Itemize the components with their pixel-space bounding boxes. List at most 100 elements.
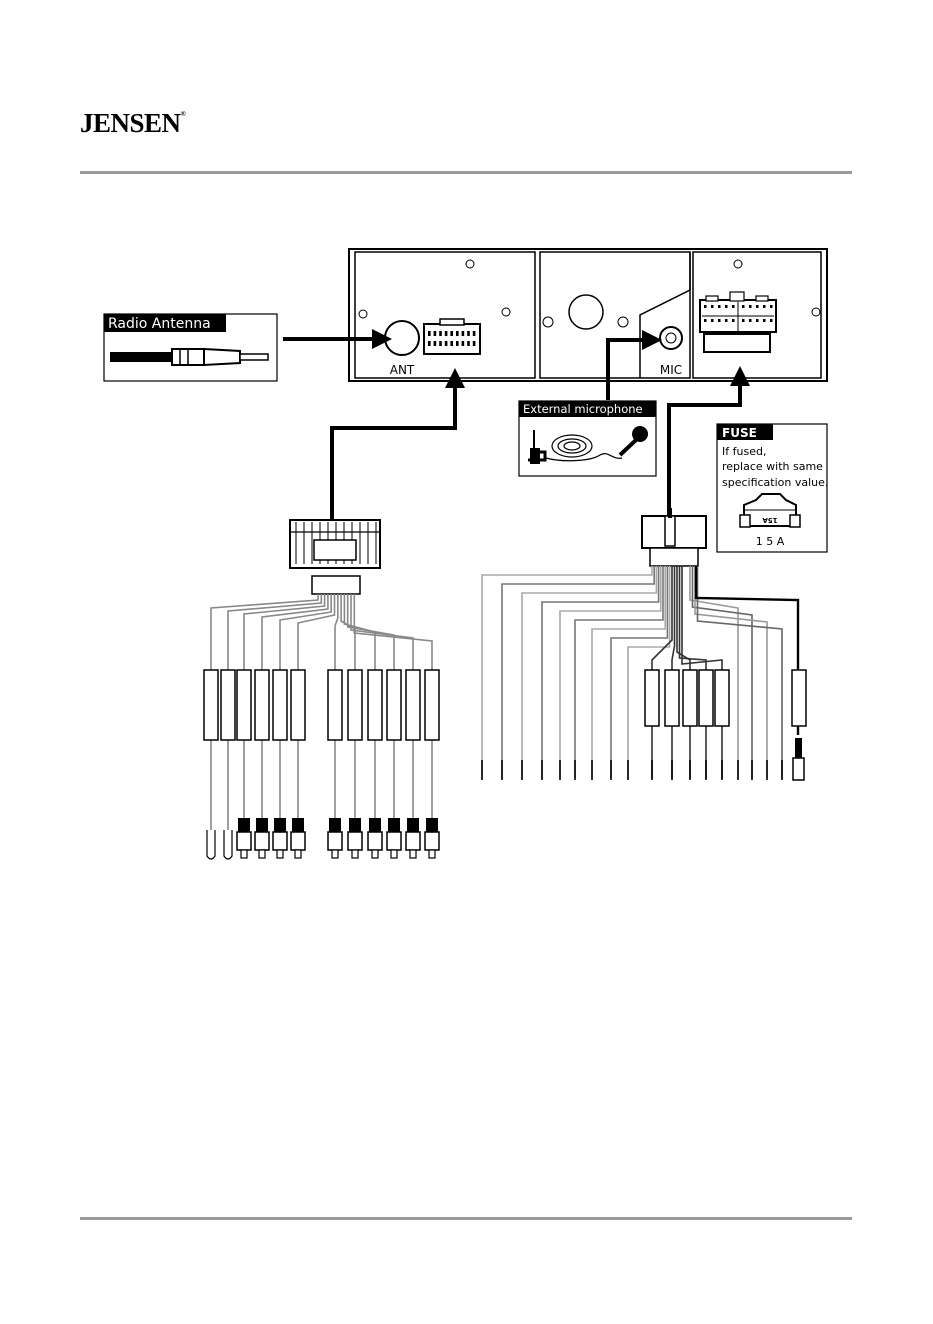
socket-pin — [428, 341, 431, 346]
socket-pin — [439, 331, 442, 336]
panel-divider — [640, 252, 690, 378]
rca-plug-body — [388, 818, 400, 832]
socket-pin — [711, 305, 714, 308]
mic-jack — [660, 327, 682, 349]
fuse-line-3: specification value. — [722, 476, 828, 489]
rca-plug-shell — [348, 832, 362, 850]
radio-antenna-callout: Radio Antenna — [104, 314, 277, 381]
rca-plug-tip — [295, 850, 301, 858]
socket-pin — [704, 319, 707, 322]
mic-label: MIC — [660, 363, 682, 377]
socket-pin — [756, 305, 759, 308]
socket-pin — [718, 319, 721, 322]
socket-pin — [756, 319, 759, 322]
socket-pin — [749, 305, 752, 308]
harness-wire — [502, 566, 654, 778]
socket-pin — [467, 331, 470, 336]
rca-plug-shell — [406, 832, 420, 850]
socket-pin — [742, 319, 745, 322]
socket-pin — [711, 319, 714, 322]
socket-pin — [467, 341, 470, 346]
cooling-hole — [569, 295, 603, 329]
wire-end-loop — [224, 830, 232, 859]
microphone-title: External microphone — [523, 402, 643, 416]
plug-body — [795, 738, 802, 758]
rca-plug-tip — [429, 850, 435, 858]
socket-pin — [439, 341, 442, 346]
rca-plug-body — [238, 818, 250, 832]
rca-plug-shell — [273, 832, 287, 850]
ferrite-sleeve — [699, 670, 713, 726]
right-harness-socket — [700, 292, 776, 352]
rca-plug-shell — [328, 832, 342, 850]
rca-plug-shell — [291, 832, 305, 850]
socket-pin — [434, 341, 437, 346]
ferrite-sleeve — [425, 670, 439, 740]
antenna-title: Radio Antenna — [108, 316, 211, 332]
socket-pin — [462, 341, 465, 346]
socket-pin — [704, 305, 707, 308]
ferrite-sleeve — [406, 670, 420, 740]
rca-plug-tip — [259, 850, 265, 858]
rca-plug-tip — [332, 850, 338, 858]
harness-wire — [482, 566, 652, 778]
ant-jack — [385, 321, 419, 355]
left-harness-socket — [424, 319, 480, 354]
ferrite-sleeve — [792, 670, 806, 726]
rca-plug-body — [349, 818, 361, 832]
fuse-line-2: replace with same — [722, 460, 823, 473]
ferrite-sleeve — [221, 670, 235, 740]
socket-pin — [450, 331, 453, 336]
fuse-rating: 1 5 A — [756, 535, 785, 548]
rca-plug-shell — [255, 832, 269, 850]
plug-shell — [793, 758, 804, 780]
socket-pin — [456, 331, 459, 336]
ferrite-sleeve — [273, 670, 287, 740]
rca-plug-body — [329, 818, 341, 832]
socket-pin — [456, 341, 459, 346]
ferrite-sleeve — [665, 670, 679, 726]
socket-pin — [770, 319, 773, 322]
socket-pin — [742, 305, 745, 308]
head-unit-rear-panel: ANT MIC — [349, 249, 827, 381]
rca-plug-shell — [387, 832, 401, 850]
rca-plug-shell — [237, 832, 251, 850]
rca-plug-body — [256, 818, 268, 832]
socket-pin — [445, 341, 448, 346]
socket-pin — [725, 319, 728, 322]
ferrite-sleeve — [645, 670, 659, 726]
ferrite-sleeve — [328, 670, 342, 740]
fuse-title: FUSE — [722, 426, 757, 440]
ferrite-sleeve — [291, 670, 305, 740]
rca-plug-body — [369, 818, 381, 832]
fuse-callout: FUSE If fused, replace with same specifi… — [717, 424, 828, 552]
socket-pin — [725, 305, 728, 308]
rca-plug-tip — [391, 850, 397, 858]
rca-plug-shell — [368, 832, 382, 850]
wire-end-loop — [207, 830, 215, 859]
ferrite-sleeve — [204, 670, 218, 740]
middle-panel-section — [540, 252, 690, 378]
socket-pin — [763, 319, 766, 322]
microphone-arrow — [608, 340, 658, 400]
fuse-line-1: If fused, — [722, 445, 766, 458]
socket-pin — [763, 305, 766, 308]
socket-pin — [445, 331, 448, 336]
ferrite-sleeve — [683, 670, 697, 726]
rca-plug-tip — [372, 850, 378, 858]
left-wiring-harness — [204, 520, 439, 859]
rca-plug-tip — [410, 850, 416, 858]
ferrite-sleeve — [715, 670, 729, 726]
socket-pin — [462, 331, 465, 336]
fuse-marking: 15A — [762, 516, 778, 524]
socket-pin — [718, 305, 721, 308]
ferrite-sleeve — [348, 670, 362, 740]
ferrite-sleeve — [387, 670, 401, 740]
ant-label: ANT — [390, 363, 415, 377]
rca-plug-body — [292, 818, 304, 832]
ferrite-sleeve — [237, 670, 251, 740]
rca-plug-body — [274, 818, 286, 832]
socket-pin — [473, 331, 476, 336]
socket-pin — [450, 341, 453, 346]
socket-pin — [732, 305, 735, 308]
